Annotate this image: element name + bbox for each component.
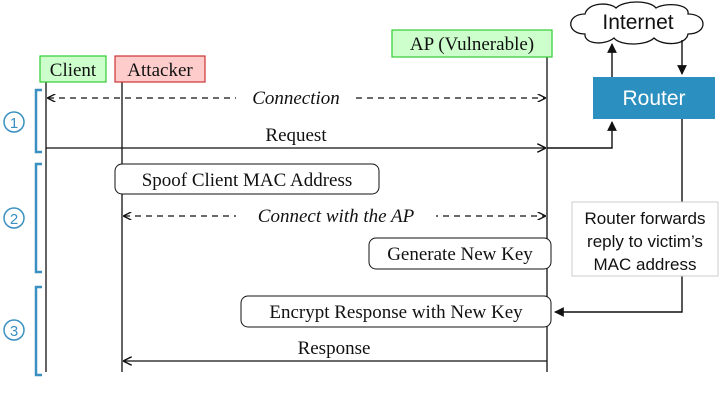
phase-3-bracket: 3 [3,285,42,377]
router-note-line-2: reply to victim’s [587,232,703,251]
phase-1-label: 1 [10,115,18,132]
internet-label: Internet [602,11,673,34]
router-to-ap-arrow [554,119,683,317]
response-label: Response [298,338,371,359]
encrypt-action-box: Encrypt Response with New Key [240,295,552,328]
spoof-action-label: Spoof Client MAC Address [142,170,353,191]
internet-cloud: Internet [570,1,704,45]
generate-key-label: Generate New Key [387,244,533,265]
participant-client: Client [39,55,107,83]
participant-client-label: Client [50,60,97,81]
router-note: Router forwards reply to victim’s MAC ad… [571,201,719,277]
router-box: Router [593,77,715,119]
generate-key-action-box: Generate New Key [368,237,552,270]
phase-2-label: 2 [10,211,18,228]
participant-attacker: Attacker [114,55,206,83]
router-note-line-1: Router forwards [585,209,706,228]
participant-attacker-label: Attacker [127,60,193,81]
router-note-line-3: MAC address [594,255,697,274]
phase-2-bracket: 2 [3,162,42,274]
phase-1-bracket: 1 [3,88,42,154]
connection-label: Connection [252,88,340,109]
spoof-action-box: Spoof Client MAC Address [114,163,380,195]
participant-ap-label: AP (Vulnerable) [410,34,534,55]
connect-ap-label: Connect with the AP [258,206,415,227]
router-label: Router [622,87,685,110]
request-label: Request [265,125,327,146]
encrypt-action-label: Encrypt Response with New Key [269,302,523,323]
ap-to-router-arrow [547,121,617,149]
participant-ap: AP (Vulnerable) [391,29,553,58]
phase-3-label: 3 [10,323,18,340]
